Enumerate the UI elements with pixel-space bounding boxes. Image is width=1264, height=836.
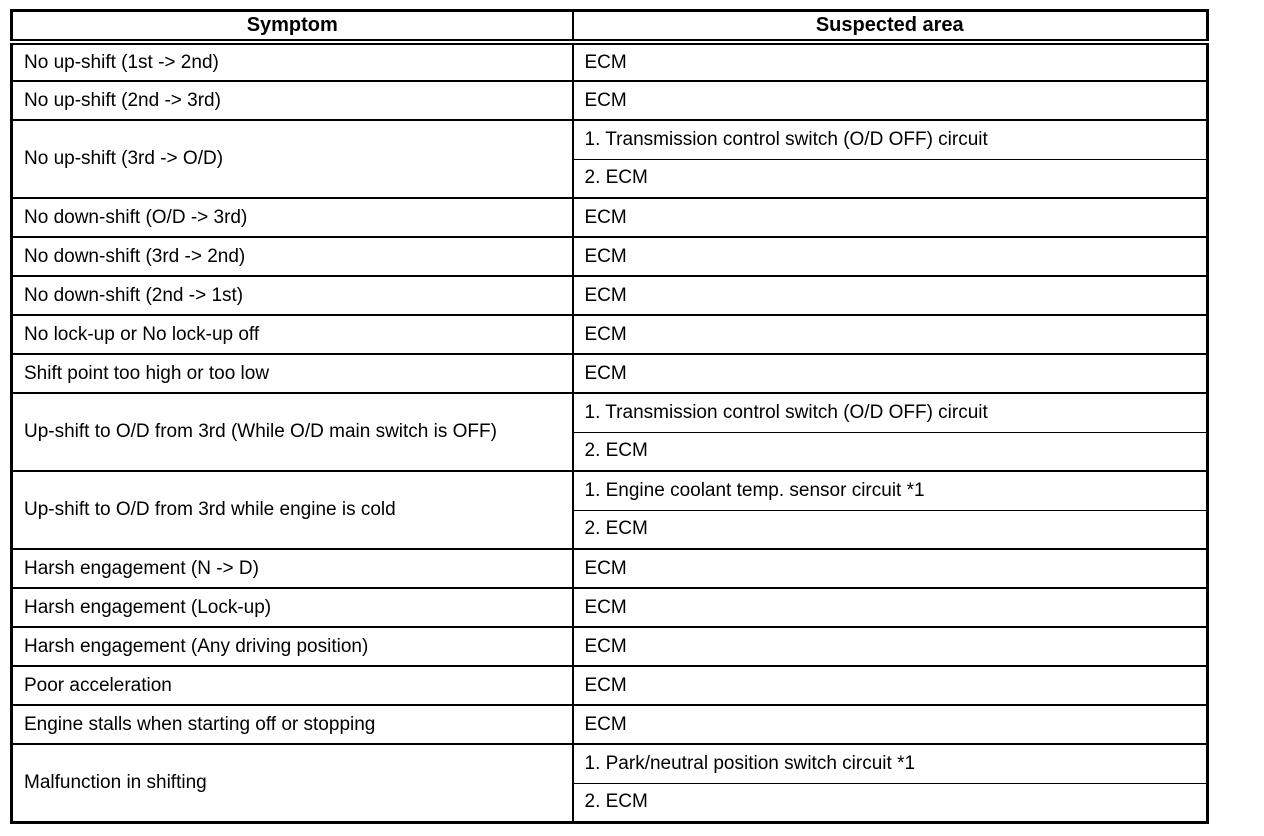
- suspected-area-cell: ECM: [571, 587, 1208, 627]
- symptom-cell: No up-shift (3rd -> O/D): [11, 119, 573, 198]
- table-row: 2. ECM: [12, 158, 1208, 198]
- symptom-cell: Engine stalls when starting off or stopp…: [11, 704, 573, 744]
- suspected-area-cell: 1. Engine coolant temp. sensor circuit *…: [571, 470, 1208, 510]
- column-header-suspected-area: Suspected area: [571, 10, 1208, 45]
- suspected-area-cell: 2. ECM: [571, 158, 1208, 198]
- suspected-area-cell: ECM: [571, 275, 1208, 315]
- table-row: 2. ECM: [12, 782, 1208, 822]
- table-row: Engine stalls when starting off or stopp…: [11, 704, 1208, 744]
- suspected-area-cell: ECM: [571, 314, 1208, 354]
- table-row: No up-shift (3rd -> O/D)1. Transmission …: [11, 119, 1208, 198]
- symptom-cell: Harsh engagement (Lock-up): [11, 587, 573, 627]
- header-row: Symptom Suspected area: [11, 10, 1208, 45]
- symptom-cell: Poor acceleration: [11, 665, 573, 705]
- suspected-area-cell: ECM: [571, 626, 1208, 666]
- suspected-area-cell: ECM: [571, 236, 1208, 276]
- symptom-diagnosis-table: Symptom Suspected area No up-shift (1st …: [10, 9, 1209, 824]
- suspected-area-cell: ECM: [571, 665, 1208, 705]
- suspected-area-cell: ECM: [571, 353, 1208, 393]
- symptom-cell: No up-shift (2nd -> 3rd): [11, 80, 573, 120]
- suspected-area-cell: 2. ECM: [571, 431, 1208, 471]
- table-row: 2. ECM: [12, 509, 1208, 549]
- table-row: Harsh engagement (N -> D)ECM: [11, 548, 1208, 588]
- symptom-cell: No down-shift (3rd -> 2nd): [11, 236, 573, 276]
- suspected-area-cell: ECM: [571, 80, 1208, 120]
- suspected-area-cell: 2. ECM: [571, 782, 1208, 822]
- table-row: No down-shift (3rd -> 2nd)ECM: [11, 236, 1208, 276]
- table-row: 2. ECM: [12, 431, 1208, 471]
- table-header: Symptom Suspected area: [11, 10, 1208, 45]
- table-row: Harsh engagement (Lock-up)ECM: [11, 587, 1208, 627]
- suspected-area-cell: ECM: [571, 197, 1208, 237]
- table-row: Up-shift to O/D from 3rd (While O/D main…: [11, 392, 1208, 471]
- table-row: Up-shift to O/D from 3rd while engine is…: [11, 470, 1208, 549]
- suspected-area-cell: 1. Transmission control switch (O/D OFF)…: [571, 392, 1208, 432]
- column-header-symptom: Symptom: [11, 10, 573, 45]
- table-row: No up-shift (2nd -> 3rd)ECM: [11, 80, 1208, 120]
- symptom-cell: No down-shift (2nd -> 1st): [11, 275, 573, 315]
- table-row: No down-shift (2nd -> 1st)ECM: [11, 275, 1208, 315]
- symptom-cell: No lock-up or No lock-up off: [11, 314, 573, 354]
- symptom-cell: Harsh engagement (N -> D): [11, 548, 573, 588]
- symptom-cell: No down-shift (O/D -> 3rd): [11, 197, 573, 237]
- table-row: No up-shift (1st -> 2nd) ECM: [12, 42, 1208, 81]
- suspected-area-cell: 1. Transmission control switch (O/D OFF)…: [571, 119, 1208, 159]
- suspected-area-cell: ECM: [571, 548, 1208, 588]
- symptom-cell: No up-shift (1st -> 2nd): [24, 51, 219, 73]
- suspected-area-cell: 2. ECM: [571, 509, 1208, 549]
- suspected-area-cell: ECM: [571, 704, 1208, 744]
- symptom-cell: Shift point too high or too low: [11, 353, 573, 393]
- suspected-area-cell: ECM: [571, 42, 1208, 81]
- symptom-cell: Up-shift to O/D from 3rd while engine is…: [11, 470, 573, 549]
- table-row: Harsh engagement (Any driving position)E…: [11, 626, 1208, 666]
- symptom-cell: Malfunction in shifting: [11, 743, 573, 822]
- table-row: No down-shift (O/D -> 3rd)ECM: [11, 197, 1208, 237]
- symptom-cell: Harsh engagement (Any driving position): [11, 626, 573, 666]
- suspected-area-cell: 1. Park/neutral position switch circuit …: [571, 743, 1208, 783]
- symptom-cell: Up-shift to O/D from 3rd (While O/D main…: [11, 392, 573, 471]
